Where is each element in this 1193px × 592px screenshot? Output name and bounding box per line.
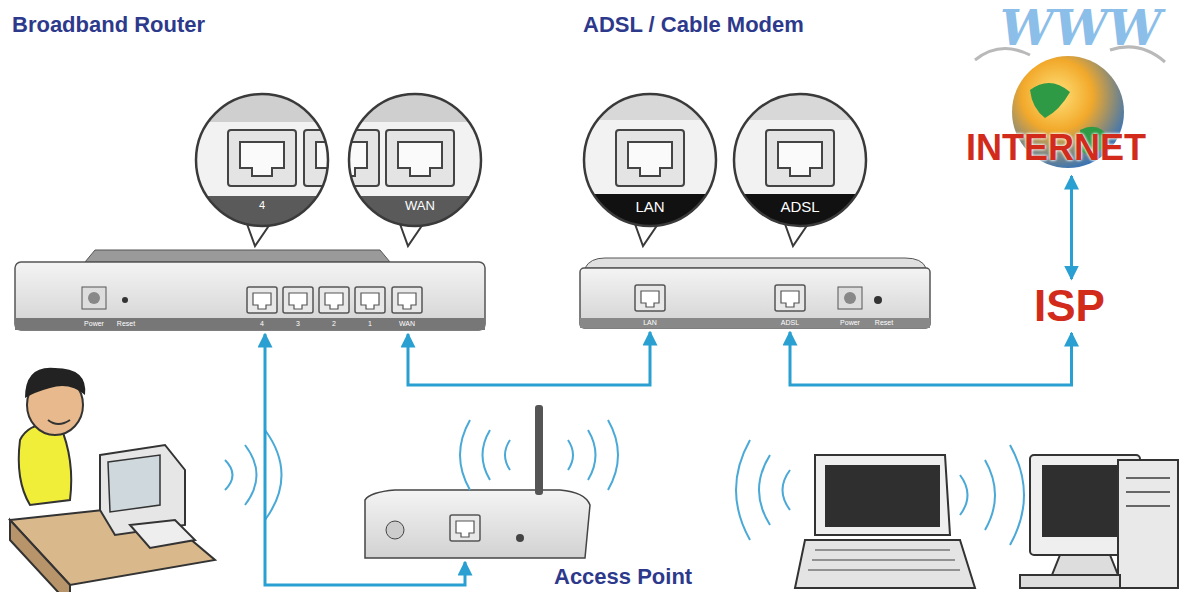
port-label: Reset (108, 320, 144, 328)
port-label: 3 (284, 320, 312, 328)
port-label: ADSL (772, 319, 808, 327)
network-cable (408, 332, 650, 385)
device-heading: Broadband Router (12, 12, 205, 38)
port-label: Power (832, 319, 868, 327)
www-mark: WWW (1000, 2, 1162, 55)
port-label: LAN (634, 319, 666, 327)
router-device: Broadband Router (15, 250, 485, 332)
network-cable (1070, 176, 1073, 279)
port-label: Reset (866, 319, 902, 327)
port-label: WAN (391, 320, 423, 328)
port-label: Power (74, 320, 114, 328)
access-point: Access Point (362, 490, 590, 560)
internet-cloud: INTERNET (966, 128, 1150, 168)
node-title: ISP (1034, 282, 1109, 330)
port-callout: 4 (222, 199, 302, 211)
port-callout: WAN (380, 199, 460, 213)
port-callout: ADSL (760, 199, 840, 216)
isp-block: ISP (1034, 282, 1109, 331)
port-label: 1 (356, 320, 384, 328)
device-heading: Access Point (554, 564, 692, 590)
network-cable (790, 332, 1072, 385)
port-label: 2 (320, 320, 348, 328)
network-cable (265, 334, 465, 585)
node-title: INTERNET (966, 128, 1150, 168)
modem-device: ADSL / Cable Modem (580, 256, 930, 330)
port-label: 4 (248, 320, 276, 328)
device-heading: ADSL / Cable Modem (583, 12, 804, 38)
port-callout: LAN (610, 199, 690, 216)
